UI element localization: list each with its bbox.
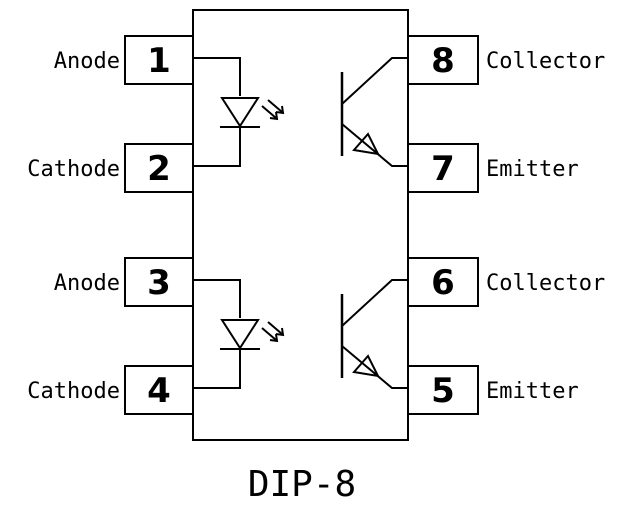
pin-8-label: Collector bbox=[486, 49, 605, 74]
pin-7-label: Emitter bbox=[486, 157, 579, 182]
pin-3-label: Anode bbox=[54, 271, 120, 296]
led-icon bbox=[193, 279, 285, 389]
pin-8: 8 Collector bbox=[407, 35, 605, 85]
collector-lead bbox=[341, 57, 408, 105]
pin-5: 5 Emitter bbox=[407, 365, 579, 415]
pin-8-number: 8 bbox=[431, 41, 455, 81]
led-icon bbox=[193, 57, 285, 167]
led-cathode-wire bbox=[193, 128, 241, 167]
pin-1-label: Anode bbox=[54, 49, 120, 74]
emitter-lead bbox=[341, 345, 408, 389]
npn-phototransistor-icon bbox=[340, 57, 408, 167]
pin-5-label: Emitter bbox=[486, 379, 579, 404]
pin-7-box bbox=[407, 143, 479, 193]
pin-2-number: 2 bbox=[147, 149, 171, 189]
pin-1-box bbox=[124, 35, 194, 85]
package-label: DIP-8 bbox=[248, 464, 356, 505]
led-triangle bbox=[220, 319, 260, 350]
pin-1-number: 1 bbox=[147, 41, 171, 81]
pin-3-box bbox=[124, 257, 194, 307]
collector-lead bbox=[341, 279, 408, 327]
led-cathode-wire bbox=[193, 350, 241, 389]
light-arrows-icon bbox=[261, 321, 285, 343]
pin-4-label: Cathode bbox=[27, 379, 120, 404]
led-anode-wire bbox=[193, 279, 241, 318]
emitter-arrow bbox=[352, 132, 380, 156]
pin-7: 7 Emitter bbox=[407, 143, 579, 193]
led-triangle bbox=[220, 97, 260, 128]
led-anode-wire bbox=[193, 57, 241, 96]
pin-4-box bbox=[124, 365, 194, 415]
pin-4-number: 4 bbox=[147, 371, 171, 411]
pin-3-number: 3 bbox=[147, 263, 171, 303]
pin-6-label: Collector bbox=[486, 271, 605, 296]
pin-2-label: Cathode bbox=[27, 157, 120, 182]
light-arrows-icon bbox=[261, 99, 285, 121]
npn-phototransistor-icon bbox=[340, 279, 408, 389]
pin-1: 1 Anode bbox=[54, 35, 194, 85]
pin-5-number: 5 bbox=[431, 371, 455, 411]
pin-6-number: 6 bbox=[431, 263, 455, 303]
pin-5-box bbox=[407, 365, 479, 415]
pin-2-box bbox=[124, 143, 194, 193]
pin-7-number: 7 bbox=[431, 149, 455, 189]
pin-8-box bbox=[407, 35, 479, 85]
pin-2: 2 Cathode bbox=[27, 143, 194, 193]
pin-3: 3 Anode bbox=[54, 257, 194, 307]
pin-6: 6 Collector bbox=[407, 257, 605, 307]
emitter-arrow bbox=[352, 354, 380, 378]
pin-6-box bbox=[407, 257, 479, 307]
ic-package-body bbox=[192, 9, 409, 441]
emitter-lead bbox=[341, 123, 408, 167]
pin-4: 4 Cathode bbox=[27, 365, 194, 415]
